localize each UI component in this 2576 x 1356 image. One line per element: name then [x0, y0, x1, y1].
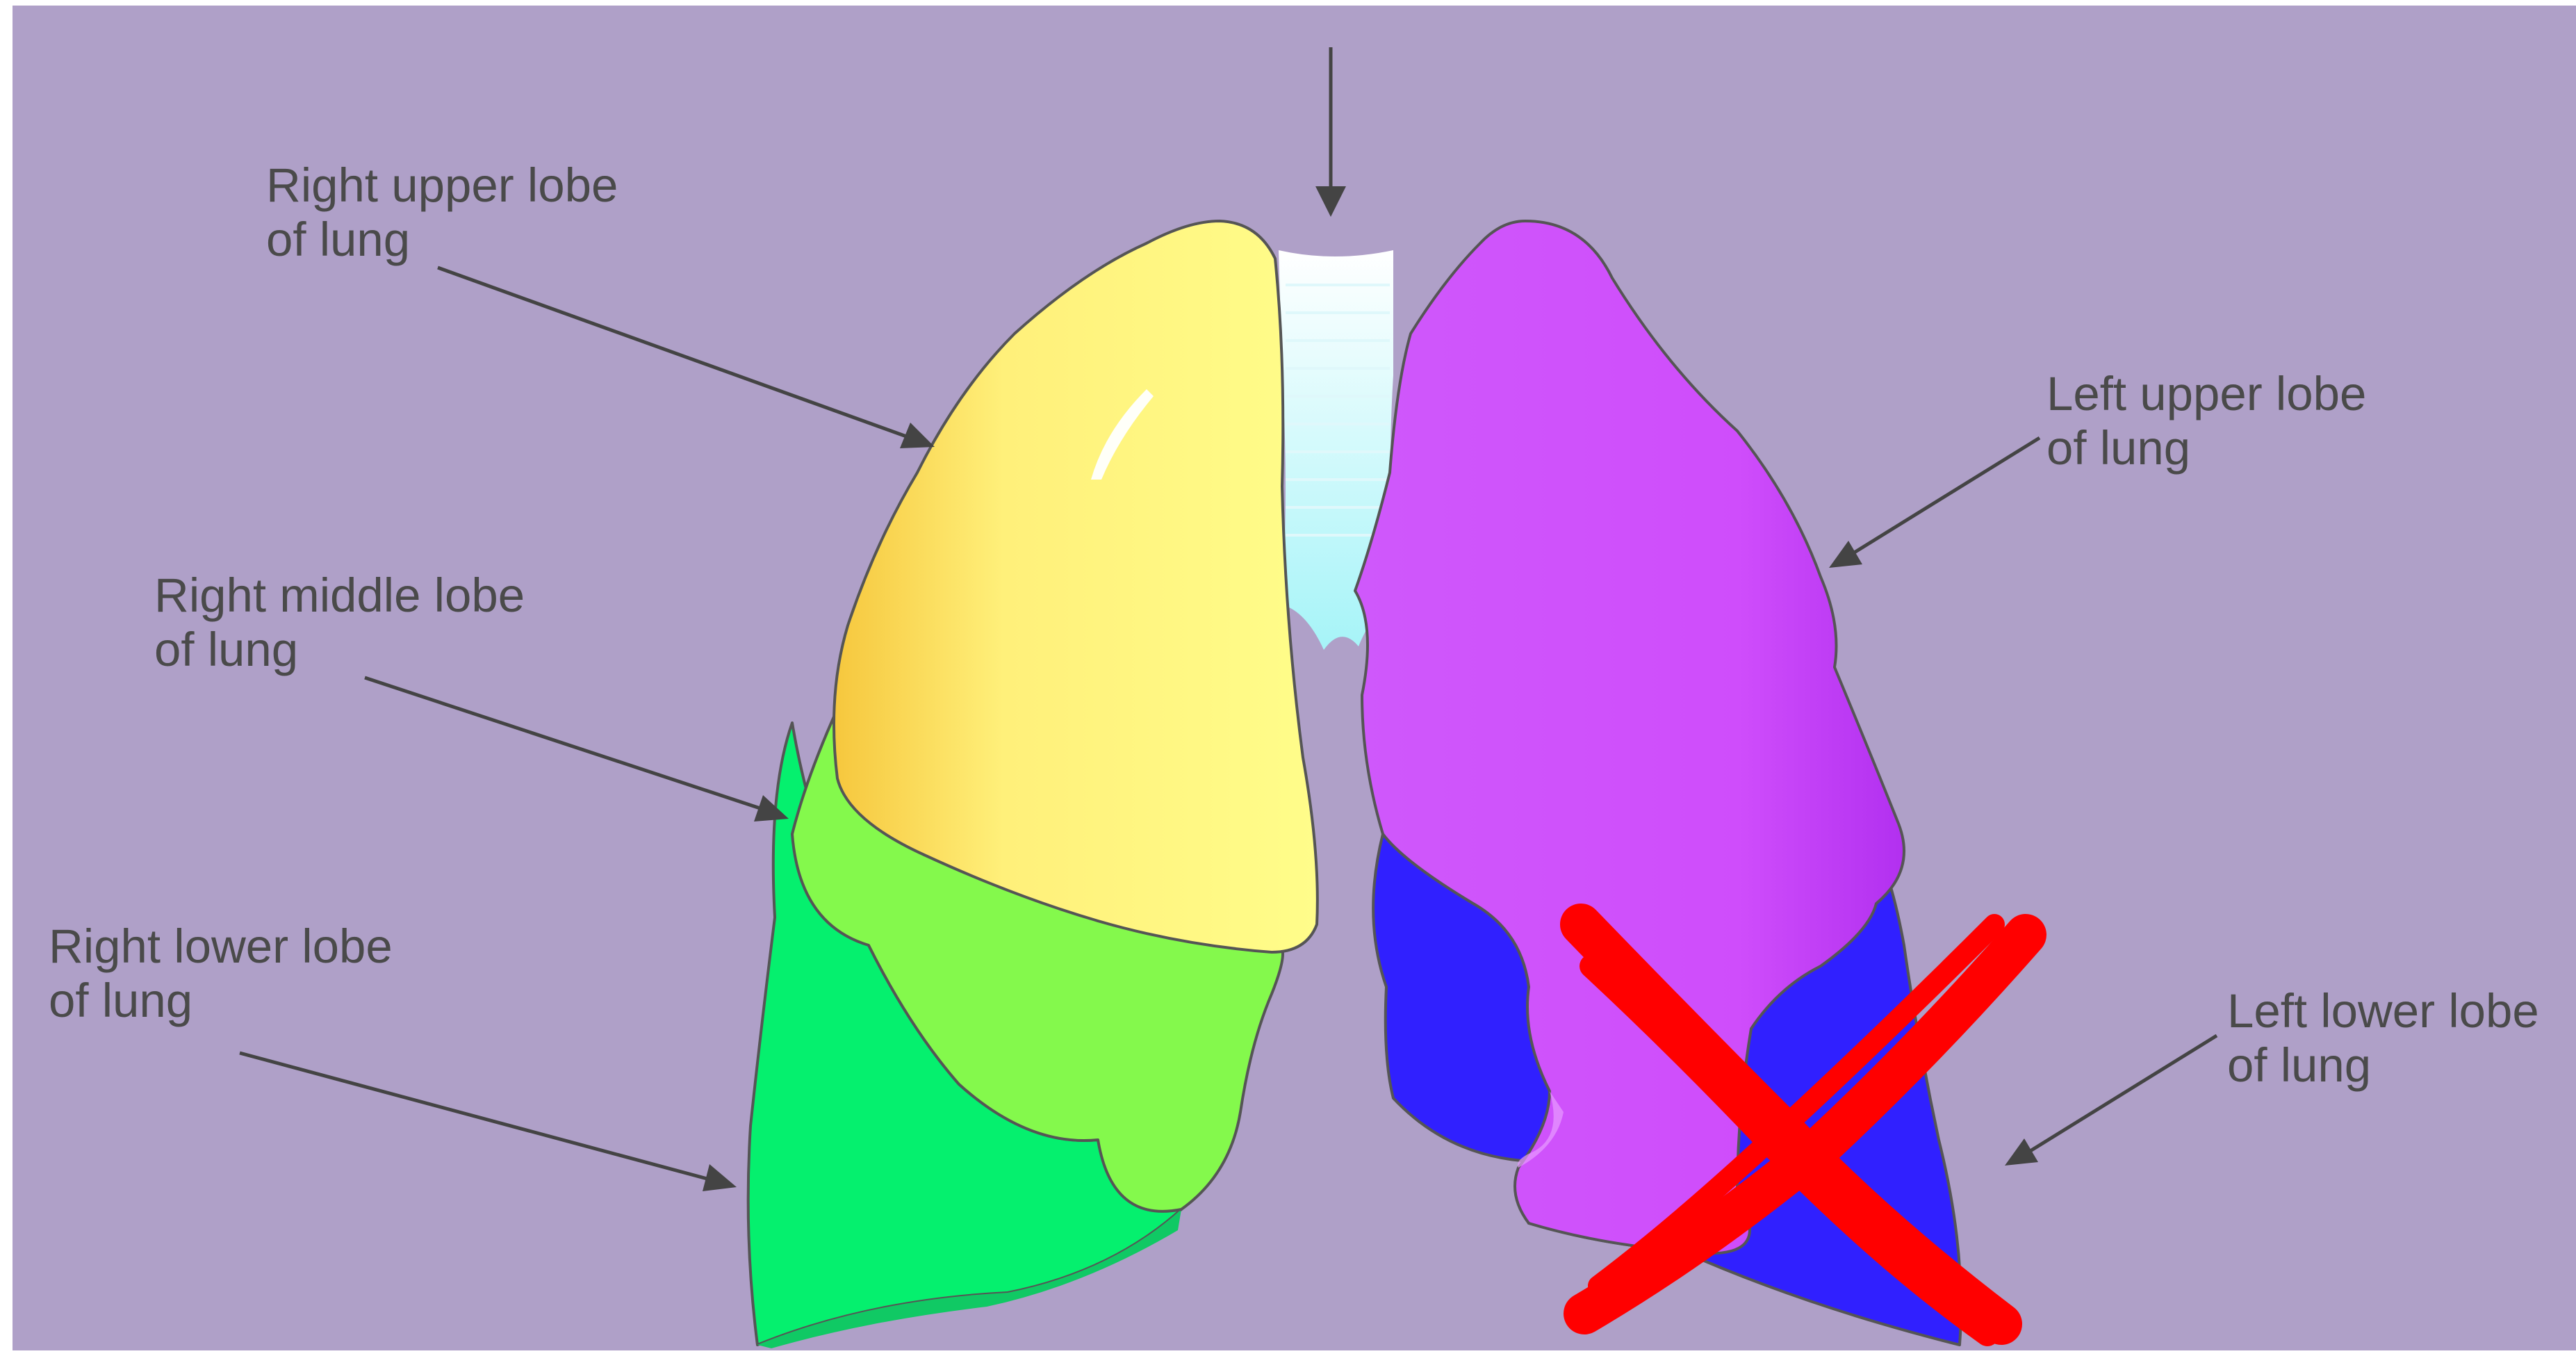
label-right-lower-line1: Right lower lobe: [49, 920, 393, 973]
label-left-upper-line1: Left upper lobe: [2046, 367, 2366, 420]
label-right-lower-line2: of lung: [49, 974, 192, 1027]
label-right-middle-line2: of lung: [154, 623, 298, 676]
label-left-lower-line1: Left lower lobe: [2227, 984, 2539, 1038]
label-right-upper-line2: of lung: [266, 213, 410, 266]
label-right-upper-line1: Right upper lobe: [266, 158, 618, 212]
label-left-upper-line2: of lung: [2046, 421, 2190, 475]
label-right-middle-line1: Right middle lobe: [154, 569, 525, 622]
label-left-lower-line2: of lung: [2227, 1038, 2371, 1092]
